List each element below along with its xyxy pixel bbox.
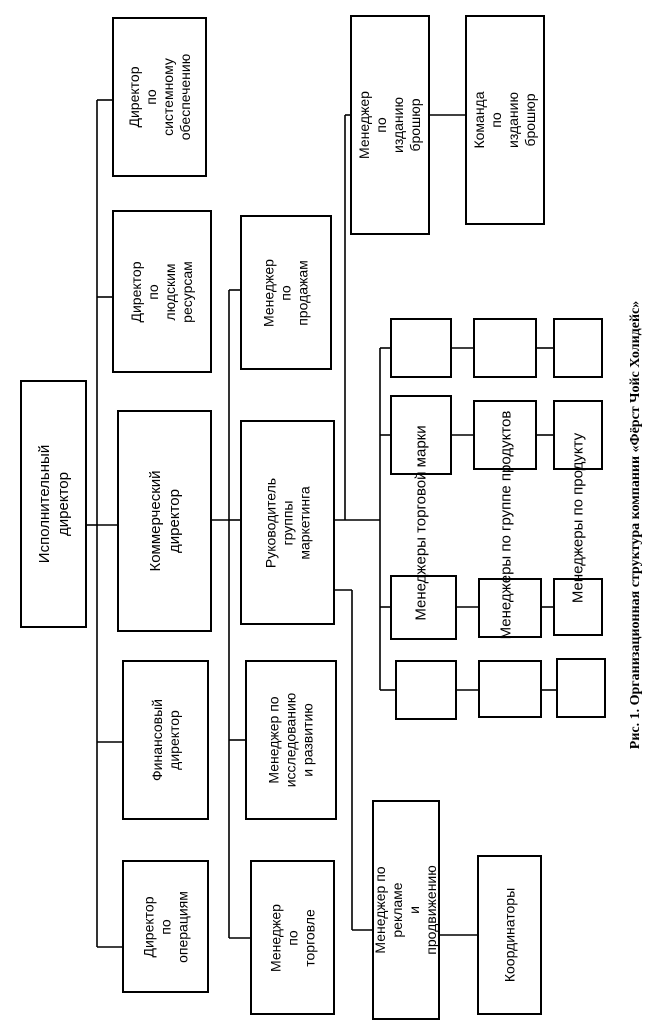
node-brochure-team-label: Команда по изданию брошюр (471, 91, 538, 149)
node-brochure-manager: Менеджер по изданию брошюр (350, 15, 430, 235)
product-group-managers-label: Менеджеры по группе продуктов (497, 410, 515, 640)
node-ops-director: Директор по операциям (122, 860, 209, 993)
node-ops-director-label: Директор по операциям (140, 890, 190, 963)
node-coordinators: Координаторы (477, 855, 542, 1015)
product-manager-box-1 (553, 318, 603, 378)
node-sales-manager-label: Менеджер по продажам (260, 258, 311, 327)
node-rd-manager-label: Менеджер по исследованию и развитию (265, 692, 316, 788)
product-manager-box-3 (553, 578, 603, 636)
node-brochure-team: Команда по изданию брошюр (465, 15, 545, 225)
product-group-manager-box-4 (478, 660, 542, 718)
node-trade-manager: Менеджер по торговле (250, 860, 335, 1015)
product-manager-box-4 (556, 658, 606, 718)
figure-caption: Рис. 1. Организационная структура компан… (628, 300, 643, 750)
node-fin-director: Финансовый директор (122, 660, 209, 820)
node-com-director: Коммерческий директор (117, 410, 212, 632)
brand-manager-box-4 (395, 660, 457, 720)
product-managers-label: Менеджеры по продукту (569, 432, 587, 604)
brand-managers-label: Менеджеры торговой марки (412, 425, 430, 621)
product-group-manager-box-2 (473, 400, 537, 470)
node-rd-manager: Менеджер по исследованию и развитию (245, 660, 337, 820)
product-group-manager-box-1 (473, 318, 537, 378)
brand-manager-box-1 (390, 318, 452, 378)
node-sys-director: Директор по системному обеспечению (112, 17, 207, 177)
node-adv-manager-label: Менеджер по рекламе и продвижению (372, 865, 439, 955)
node-hr-director: Директор по людским ресурсам (112, 210, 212, 373)
brand-manager-box-2 (390, 395, 452, 475)
node-exec-director: Исполнительный директор (20, 380, 87, 628)
node-coordinators-label: Координаторы (501, 887, 517, 983)
product-manager-box-2 (553, 400, 603, 470)
node-hr-director-label: Директор по людским ресурсам (128, 260, 195, 323)
node-com-director-label: Коммерческий директор (146, 470, 183, 572)
node-sys-director-label: Директор по системному обеспечению (125, 53, 193, 141)
node-fin-director-label: Финансовый директор (148, 699, 182, 781)
node-marketing-head: Руководитель группы маркетинга (240, 420, 335, 625)
product-group-manager-box-3 (478, 578, 542, 638)
node-trade-manager-label: Менеджер по торговле (267, 903, 317, 972)
node-sales-manager: Менеджер по продажам (240, 215, 332, 370)
node-exec-director-label: Исполнительный директор (35, 444, 72, 564)
node-brochure-manager-label: Менеджер по изданию брошюр (356, 91, 423, 159)
brand-manager-box-3 (390, 575, 457, 640)
node-marketing-head-label: Руководитель группы маркетинга (262, 477, 312, 568)
node-adv-manager: Менеджер по рекламе и продвижению (372, 800, 440, 1020)
